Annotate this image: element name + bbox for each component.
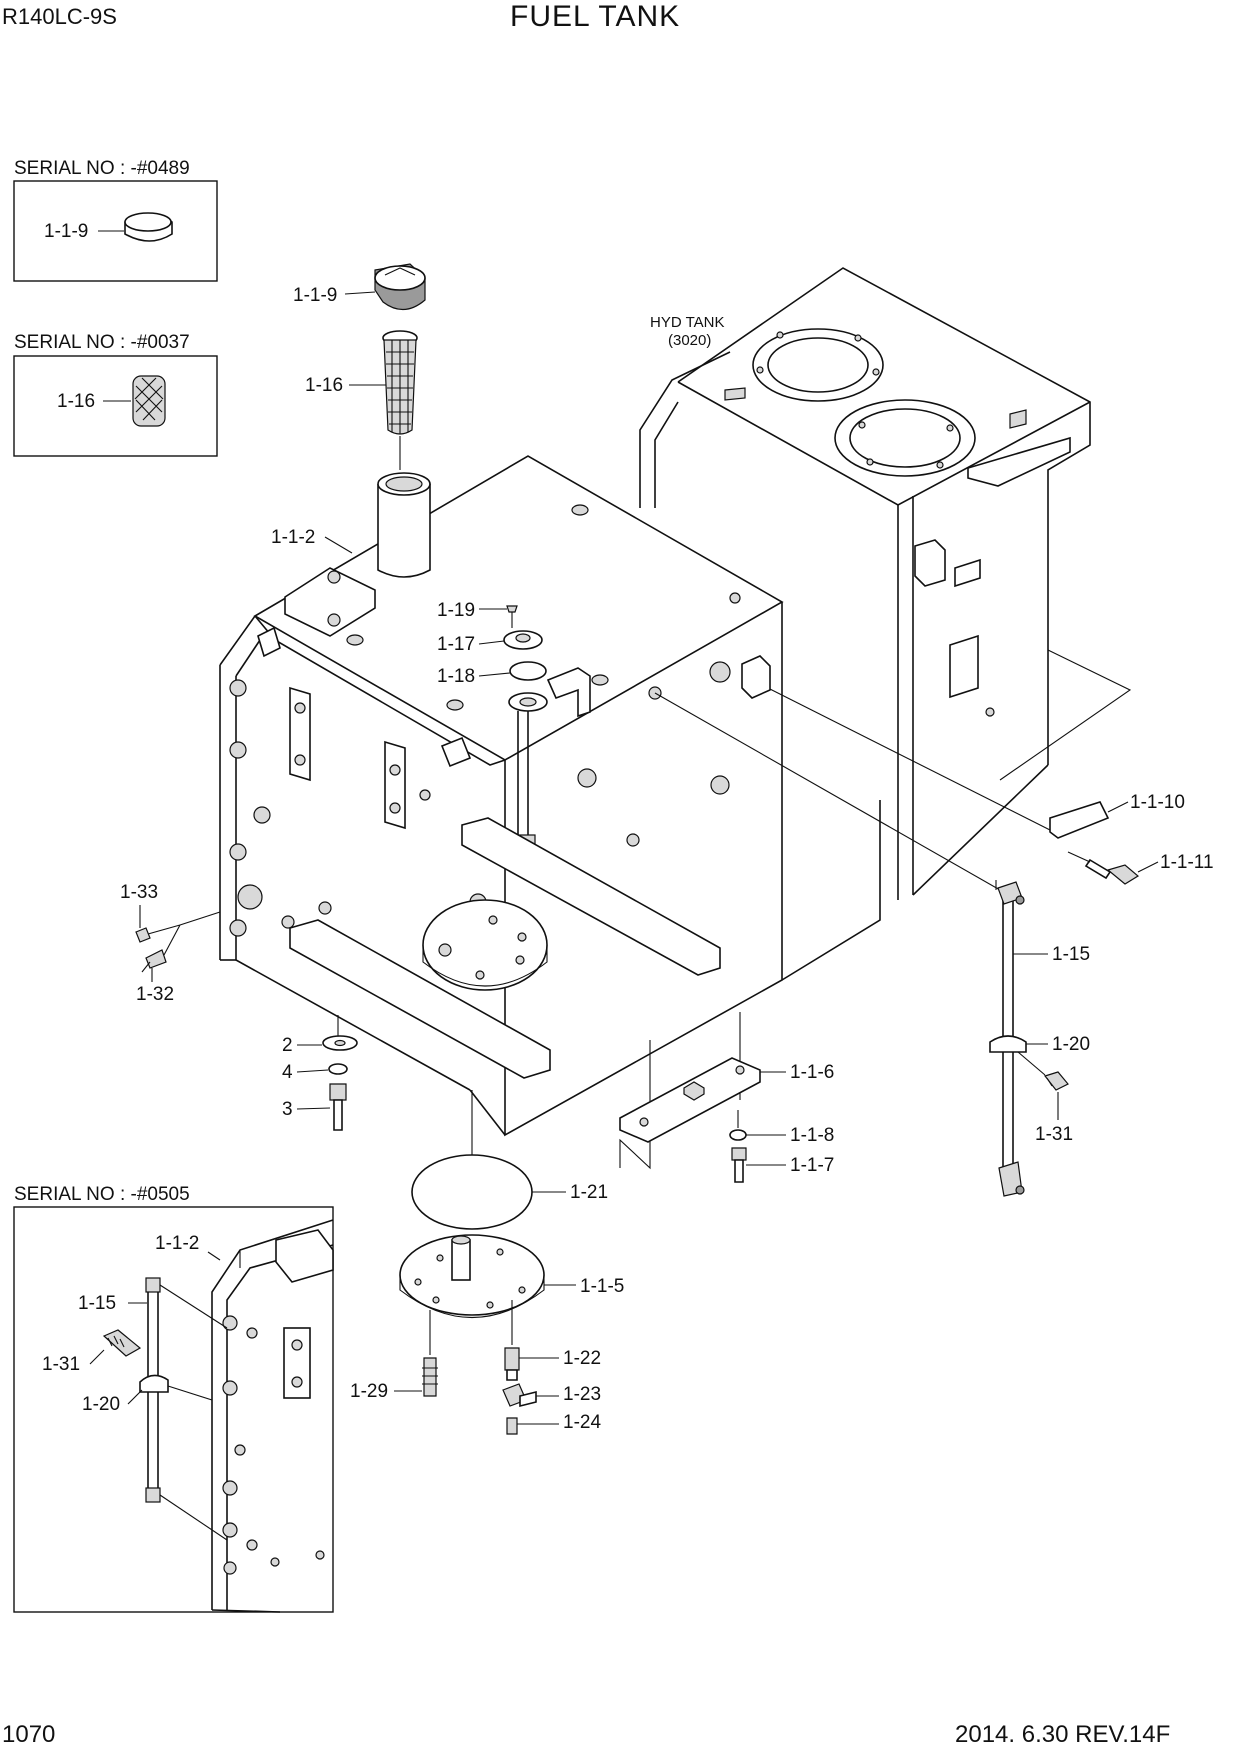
callout-label: 1-1-9 [44, 221, 88, 242]
callout-label: 1-1-10 [1130, 792, 1185, 813]
callout-label: 1-20 [1052, 1034, 1090, 1055]
callout-label: 1-32 [136, 984, 174, 1005]
callout-label: 1-15 [78, 1293, 116, 1314]
callouts: 1-1-9 1-16 1-1-2 1-19 1-17 1-18 1-1-10 1… [120, 285, 1214, 1433]
inset-frame [13, 180, 218, 282]
callout-label: 1-1-8 [790, 1125, 834, 1146]
callout-label: 1-23 [563, 1384, 601, 1405]
callout-label: 1-1-9 [293, 285, 337, 306]
callout-label: 1-31 [1035, 1124, 1073, 1145]
callout-label: 1-22 [563, 1348, 601, 1369]
inset-strainer-0037: SERIAL NO : -#0037 1-16 [13, 332, 218, 457]
inset-cap-0489: SERIAL NO : -#0489 1-1-9 [13, 158, 218, 282]
date-revision: 2014. 6.30 REV.14F [955, 1721, 1170, 1748]
inset-serial-label: SERIAL NO : -#0489 [14, 158, 190, 179]
callout-label: 1-18 [437, 666, 475, 687]
fuel-tank [219, 455, 1110, 1170]
o-ring [411, 1090, 533, 1230]
callout-label: 1-16 [57, 391, 95, 412]
inset-serial-label: SERIAL NO : -#0505 [14, 1184, 190, 1205]
callout-label: 1-24 [563, 1412, 601, 1433]
callout-label: 4 [282, 1062, 293, 1083]
callout-label: 1-33 [120, 882, 158, 903]
callout-label: 1-21 [570, 1182, 608, 1203]
screw-icon [506, 605, 518, 628]
callout-label: 1-1-11 [1160, 852, 1214, 873]
callout-label: 1-16 [305, 375, 343, 396]
fuel-strainer [382, 330, 418, 470]
callout-label: 2 [282, 1035, 293, 1056]
callout-label: 1-29 [350, 1381, 388, 1402]
callout-label: 1-1-2 [271, 527, 315, 548]
callout-label: 1-20 [82, 1394, 120, 1415]
mount-bolt-set [322, 1015, 358, 1131]
page-number: 1070 [2, 1721, 55, 1748]
bolt-icon [102, 1329, 142, 1357]
callout-label: 3 [282, 1099, 293, 1120]
drain-valve-set [422, 1347, 537, 1435]
hyd-tank-label: HYD TANK [650, 314, 724, 331]
hyd-tank-ref: (3020) [668, 332, 711, 349]
filler-cap [374, 263, 426, 311]
strainer-icon [132, 375, 166, 427]
level-gauge [989, 880, 1069, 1197]
callout-label: 1-17 [437, 634, 475, 655]
bottom-cover [399, 1234, 545, 1355]
fuel-cap-icon [124, 212, 173, 242]
callout-label: 1-31 [42, 1354, 80, 1375]
callout-label: 1-15 [1052, 944, 1090, 965]
inset-serial-label: SERIAL NO : -#0037 [14, 332, 190, 353]
inset-gauge-0505: SERIAL NO : -#0505 1-1-2 1-15 [13, 1184, 334, 1613]
callout-label: 1-1-6 [790, 1062, 834, 1083]
hydraulic-tank: HYD TANK (3020) [639, 267, 1132, 900]
bracket-bolt-set [729, 1110, 747, 1183]
callout-label: 1-1-5 [580, 1276, 624, 1297]
drain-fittings [135, 911, 221, 973]
inset-frame [13, 1206, 334, 1613]
page-title: FUEL TANK [510, 0, 680, 33]
callout-label: 1-1-7 [790, 1155, 834, 1176]
callout-label: 1-19 [437, 600, 475, 621]
filler-neck [377, 472, 431, 578]
model-number: R140LC-9S [2, 4, 117, 29]
inset-frame [13, 355, 218, 457]
bolt-icon [1067, 851, 1140, 885]
callout-label: 1-1-2 [155, 1233, 199, 1254]
